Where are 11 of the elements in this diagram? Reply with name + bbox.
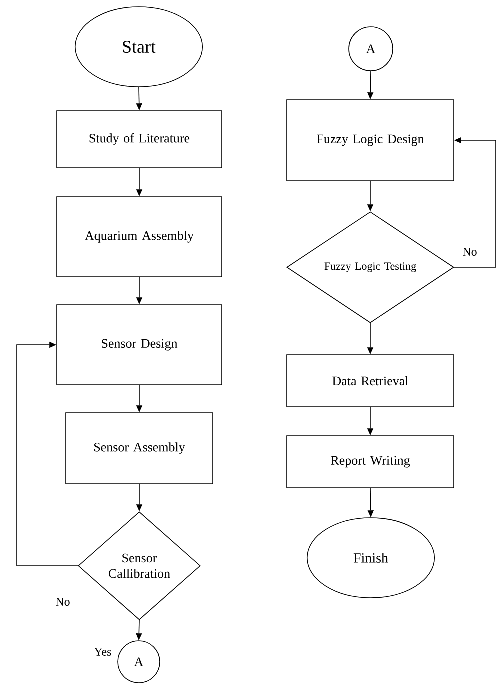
edge-label: Yes [93, 647, 113, 657]
process-box: Study of Literature [56, 110, 222, 168]
process-box: Sensor Assembly [66, 412, 214, 484]
process-box: Data Retrieval [286, 354, 454, 408]
process-box: Report Writing [286, 436, 454, 488]
process-box: Sensor Design [56, 304, 222, 386]
edge-label: No [54, 597, 72, 607]
arrow [16, 342, 78, 566]
edge-label: No [462, 247, 478, 257]
process-box: Aquarium Assembly [56, 196, 222, 278]
process-box: Fuzzy Logic Design [286, 100, 454, 182]
